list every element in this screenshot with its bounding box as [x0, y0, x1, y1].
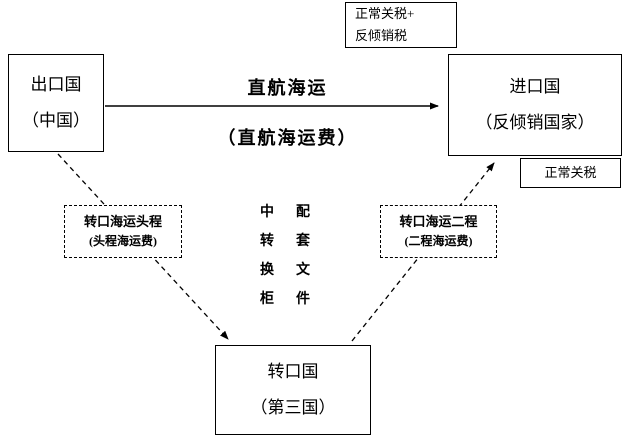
first-leg-cost: (头程海运费) [89, 234, 157, 249]
middle-annotation-row: 转 套 [260, 230, 310, 250]
second-leg-dashed-arrow [351, 162, 495, 342]
normal-tariff-label: 正常关税 [544, 165, 597, 181]
middle-char: 文 [296, 263, 310, 278]
direct-route-cost-label: （直航海运费） [217, 128, 358, 148]
direct-route-label: 直航海运 [247, 78, 328, 98]
middle-annotation-row: 中 配 [260, 201, 310, 221]
middle-annotation: 中 配 转 套 换 文 柜 件 [260, 201, 310, 308]
middle-char: 配 [296, 205, 310, 220]
export-country-name: 出口国 [30, 75, 82, 95]
export-country-box: 出口国 （中国） [8, 54, 104, 152]
import-country-name: 进口国 [509, 77, 561, 97]
middle-annotation-row: 换 文 [260, 259, 310, 279]
transit-country-name: 转口国 [267, 362, 319, 382]
second-leg-label-box: 转口海运二程 (二程海运费) [380, 205, 497, 258]
first-leg-title: 转口海运头程 [83, 213, 162, 229]
middle-char: 中 [260, 205, 274, 220]
middle-char: 柜 [260, 292, 274, 307]
middle-char: 换 [260, 263, 274, 278]
normal-tariff-box: 正常关税 [520, 158, 621, 188]
middle-char: 件 [296, 292, 310, 307]
second-leg-title: 转口海运二程 [399, 213, 478, 229]
middle-annotation-row: 柜 件 [260, 288, 310, 308]
first-leg-dashed-arrow [57, 153, 229, 340]
second-leg-cost: (二程海运费) [404, 234, 473, 249]
import-country-box: 进口国 （反倾销国家） [448, 54, 622, 156]
antidumping-tariff-line2: 反倾销税 [355, 28, 408, 43]
antidumping-tariff-box: 正常关税+ 反倾销税 [345, 2, 457, 48]
transit-country-box: 转口国 （第三国） [215, 345, 371, 435]
first-leg-label-box: 转口海运头程 (头程海运费) [64, 205, 182, 258]
export-country-detail: （中国） [22, 111, 90, 130]
antidumping-tariff-line1: 正常关税+ [355, 6, 415, 22]
import-country-detail: （反倾销国家） [475, 113, 595, 132]
transit-country-detail: （第三国） [250, 398, 336, 417]
middle-char: 转 [260, 234, 274, 249]
middle-char: 套 [296, 234, 310, 249]
